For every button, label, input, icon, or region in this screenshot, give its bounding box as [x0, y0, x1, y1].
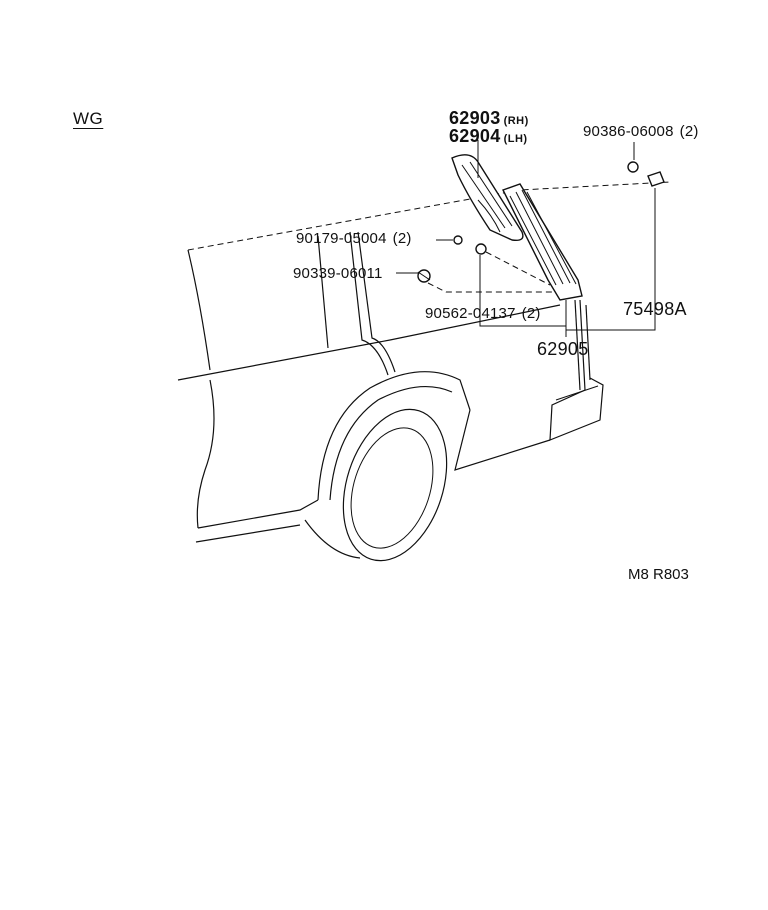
- quantity: (2): [392, 230, 412, 247]
- car-body-outline: [177, 181, 671, 562]
- fastener-clips: [417, 161, 665, 283]
- drawing-code: M8 R803: [628, 566, 689, 583]
- pillar-bracket-part: [451, 154, 524, 242]
- part-label-90386-06008: 90386-06008 (2): [583, 124, 699, 139]
- part-number: 62905: [537, 339, 589, 359]
- quantity: (2): [679, 123, 699, 140]
- rear-pillar-garnish-part: [502, 183, 583, 301]
- part-number: 90179-05004: [296, 230, 387, 247]
- leader-lines: [396, 140, 656, 337]
- part-label-62903: 62903(RH): [449, 109, 529, 127]
- side-marker: (RH): [503, 115, 529, 127]
- side-marker: (LH): [503, 133, 528, 145]
- part-label-62904: 62904(LH): [449, 127, 528, 145]
- part-label-90339-06011: 90339-06011: [293, 266, 383, 281]
- part-number: 62903: [449, 108, 501, 128]
- quantity: (2): [521, 305, 541, 322]
- variant-label: WG: [73, 109, 104, 128]
- part-number: 62904: [449, 126, 501, 146]
- part-number: 90386-06008: [583, 123, 674, 140]
- part-number: 75498A: [623, 299, 687, 319]
- part-number: 90339-06011: [293, 265, 383, 282]
- part-label-75498A: 75498A: [623, 300, 687, 318]
- part-label-90179-05004: 90179-05004 (2): [296, 231, 412, 246]
- part-label-62905: 62905: [537, 340, 589, 358]
- part-number: 90562-04137: [425, 305, 516, 322]
- part-label-90562-04137: 90562-04137 (2): [425, 306, 541, 321]
